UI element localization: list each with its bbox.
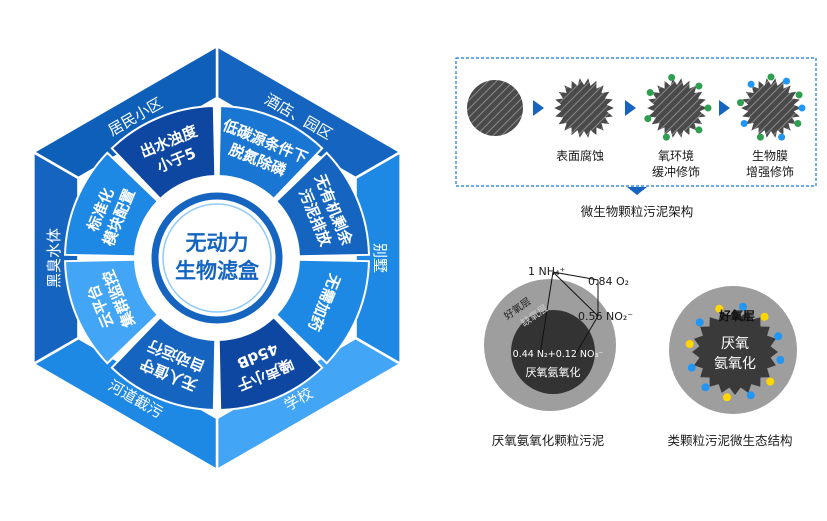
- microbe-dot: [685, 340, 694, 349]
- granule-right-caption: 类颗粒污泥微生态结构: [667, 433, 792, 448]
- microbe-dot: [736, 99, 744, 107]
- microbe-dot: [747, 80, 755, 88]
- microbe-dot: [746, 391, 755, 400]
- step-label-2-line2: 缓冲修饰: [652, 164, 700, 179]
- outer-label: 别墅: [371, 243, 389, 273]
- microbe-dot: [715, 304, 724, 313]
- feature-segment: [217, 105, 324, 201]
- feature-segment: [274, 258, 370, 365]
- step-label-1: 表面腐蚀: [556, 148, 604, 163]
- microbe-dot: [695, 126, 703, 134]
- quasi-granule: 厌氧 氨氧化 好氧层 类颗粒污泥微生态结构: [667, 286, 797, 448]
- feature-segment: [110, 315, 217, 411]
- process-panel: 表面腐蚀 氧环境 缓冲修饰 生物膜 增强修饰 微生物颗粒污泥架构: [455, 57, 817, 219]
- floc-body: [741, 78, 801, 138]
- floc-biofilm: [736, 73, 806, 141]
- microbe-dot: [783, 77, 790, 85]
- microbe-dot: [695, 82, 703, 90]
- floc-smooth: [467, 80, 523, 136]
- center-title-line2: 生物滤盒: [175, 259, 260, 283]
- anammox-granule: 1 NH₄⁺ 0.84 O₂ 0.56 NO₂⁻ 好氧层 缺氧层 0.44 N₂…: [484, 265, 633, 448]
- layer-inner-formula: 0.44 N₂+0.12 NO₃⁻: [513, 349, 604, 360]
- step-label-3-line1: 生物膜: [752, 149, 788, 163]
- step-arrow-3: [719, 100, 730, 116]
- step-label-3-line2: 增强修饰: [746, 164, 794, 179]
- core-anammox: 厌氧氨氧化: [526, 365, 581, 379]
- floc-body: [647, 78, 707, 138]
- core-line2: 氨氧化: [714, 356, 756, 372]
- feature-segment: [64, 151, 160, 258]
- step-arrow-2: [625, 100, 636, 116]
- microbe-dot: [760, 312, 769, 321]
- feature-ring: 低碳源条件下脱氮除磷无有机剩余污泥排放无需加药噪声小于45dB无人值守自动运行云…: [64, 105, 370, 411]
- feature-segment: [274, 151, 370, 258]
- microbe-dot: [778, 133, 786, 141]
- microbe-dot: [687, 363, 696, 372]
- microbe-dot: [776, 355, 785, 364]
- microbe-dot: [740, 120, 748, 127]
- microbe-dot: [668, 73, 676, 81]
- feature-segment: [217, 315, 324, 411]
- microbe-dot: [723, 393, 732, 402]
- microbe-dot: [798, 104, 806, 112]
- layer-aerobic-right: 好氧层: [718, 308, 755, 323]
- granule-right-core: [685, 302, 785, 402]
- center-title-line1: 无动力: [186, 231, 249, 255]
- microbe-dot: [701, 383, 710, 392]
- floc-oxygen-buffer: [644, 73, 712, 141]
- process-frame: [455, 57, 817, 187]
- microbe-dot: [738, 302, 747, 311]
- floc-corroded: [554, 78, 614, 138]
- microbe-dot: [794, 120, 802, 127]
- granule-left-core: [511, 310, 595, 394]
- microbe-dot: [704, 104, 712, 112]
- formula-no2: 0.56 NO₂⁻: [578, 310, 633, 323]
- formula-nh4: 1 NH₄⁺: [528, 265, 565, 278]
- step-arrow-1: [533, 100, 544, 116]
- step-label-2-line1: 氧环境: [658, 148, 694, 163]
- process-caption: 微生物颗粒污泥架构: [581, 204, 694, 219]
- outer-label: 黑臭水体: [45, 228, 63, 288]
- microbe-dot: [795, 91, 803, 99]
- microbe-dot: [756, 133, 764, 141]
- floc-body: [554, 78, 614, 138]
- feature-segment: [64, 258, 160, 365]
- microbe-dot: [766, 377, 775, 386]
- floc-body: [692, 309, 778, 395]
- microbe-dot: [662, 133, 670, 141]
- outer-sector: [30, 43, 219, 180]
- core-line1: 厌氧: [721, 336, 749, 352]
- caption-arrow: [627, 187, 647, 195]
- formula-o2: 0.84 O₂: [588, 275, 629, 288]
- center-badge: 无动力 生物滤盒: [143, 184, 291, 332]
- microbe-dot: [774, 332, 783, 341]
- feature-segment: [110, 105, 217, 201]
- microbe-dot: [644, 115, 652, 123]
- granule-left-caption: 厌氧氨氧化颗粒污泥: [492, 433, 605, 448]
- microbe-dot: [767, 73, 775, 81]
- microbe-dot: [646, 89, 654, 96]
- microbe-dot: [695, 318, 704, 327]
